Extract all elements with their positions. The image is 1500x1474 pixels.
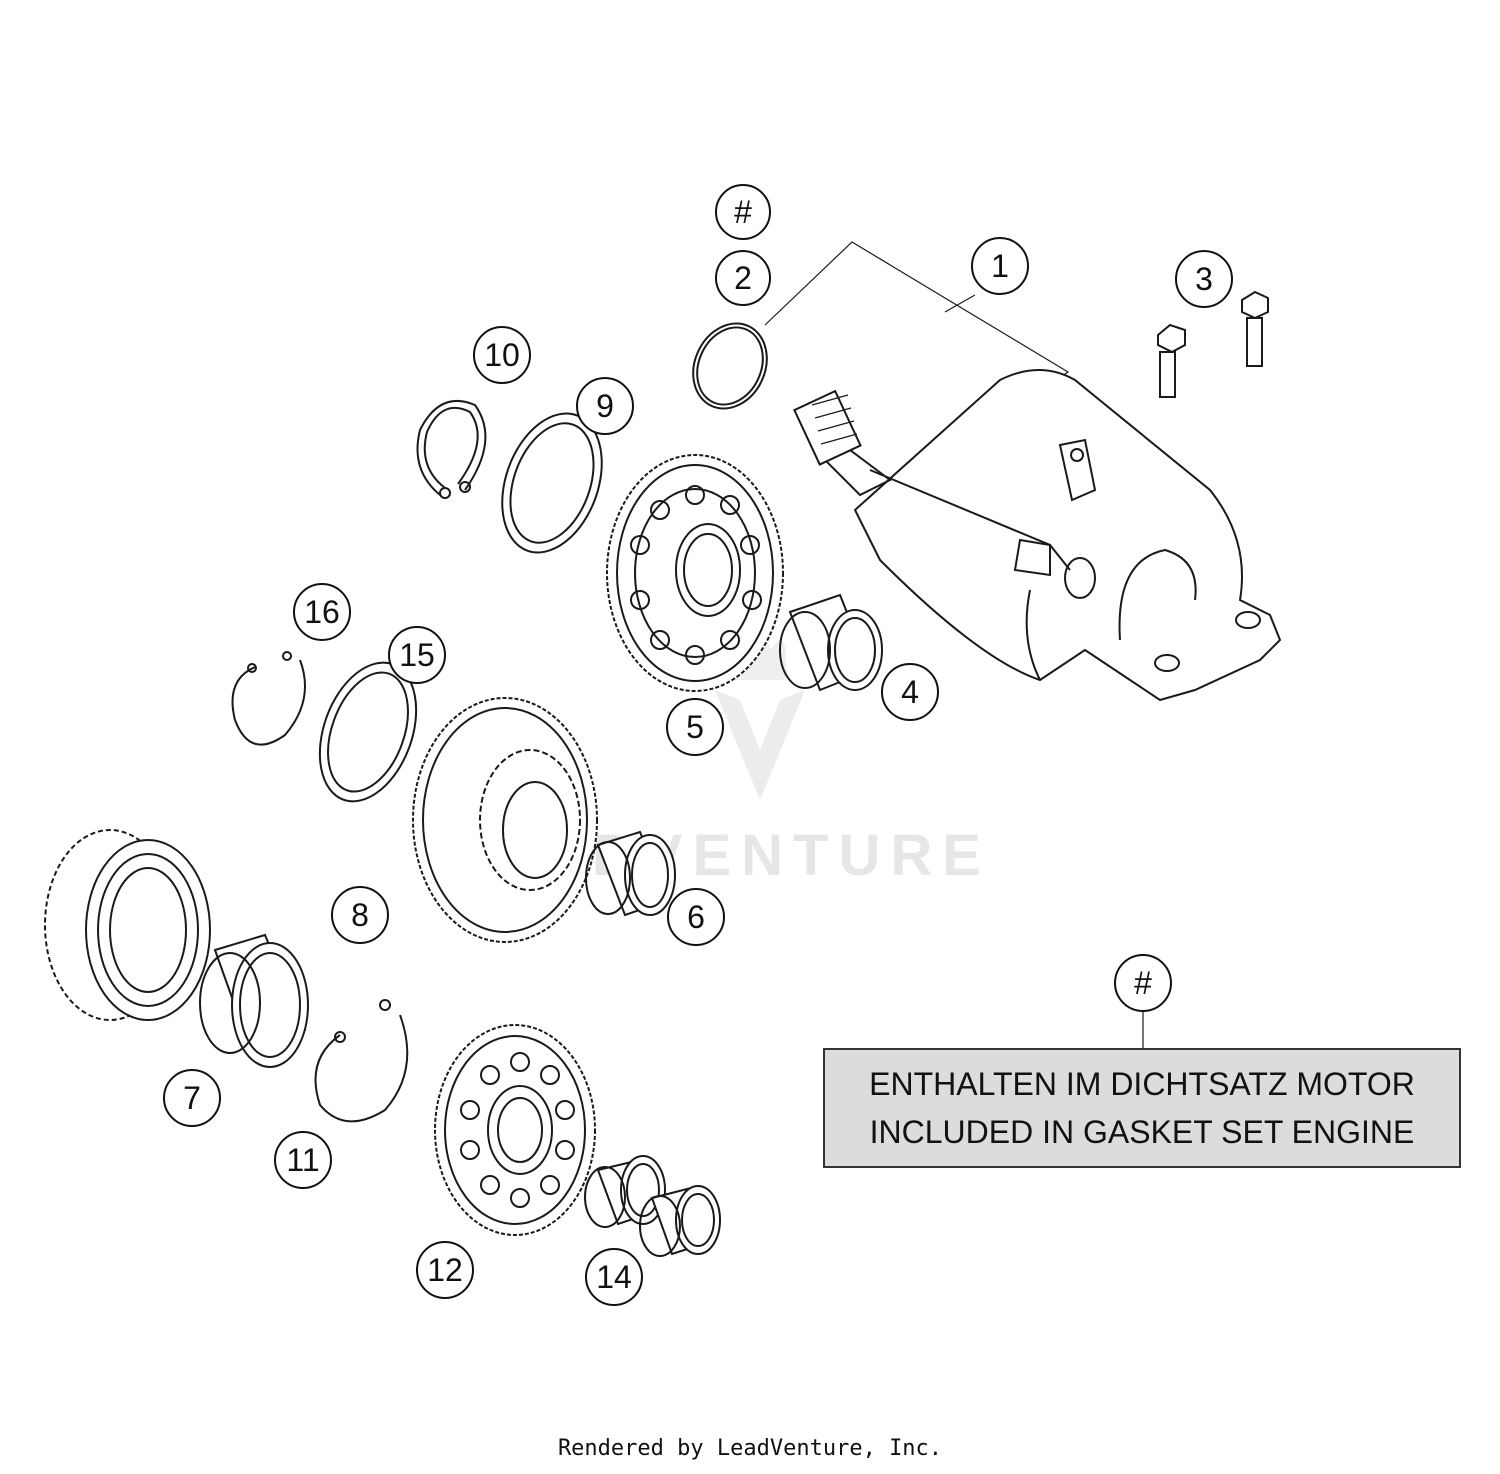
circlip-11 [314, 999, 409, 1123]
svg-text:15: 15 [399, 637, 435, 673]
svg-text:10: 10 [484, 337, 520, 373]
svg-text:3: 3 [1195, 261, 1213, 297]
svg-text:16: 16 [304, 594, 340, 630]
svg-text:11: 11 [286, 1142, 319, 1178]
gear-12 [434, 1024, 596, 1236]
callout-12: 12 [416, 1241, 474, 1299]
callout-7: 7 [163, 1069, 221, 1127]
circlip-10 [416, 400, 487, 499]
callout-1: 1 [971, 237, 1029, 295]
gear-7-assembly [44, 829, 309, 1068]
needle-bearings-14 [584, 1155, 721, 1257]
callout-4: 4 [881, 663, 939, 721]
callout-16: 16 [293, 583, 351, 641]
callout-5: 5 [666, 698, 724, 756]
svg-text:1: 1 [991, 248, 1009, 284]
circlip-16 [231, 651, 306, 746]
callout-hash-note: # [1114, 954, 1172, 1012]
note-line-english: INCLUDED IN GASKET SET ENGINE [869, 1114, 1415, 1150]
svg-text:7: 7 [183, 1080, 201, 1116]
callout-2: 2 [715, 250, 771, 306]
callout-hash-top: # [715, 184, 771, 240]
callout-6: 6 [667, 888, 725, 946]
callout-11: 11 [274, 1131, 332, 1189]
callout-8: 8 [331, 886, 389, 944]
note-line-german: ENTHALTEN IM DICHTSATZ MOTOR [869, 1066, 1415, 1102]
starter-motor [793, 369, 1282, 702]
svg-text:12: 12 [427, 1252, 463, 1288]
callout-3: 3 [1175, 250, 1233, 308]
svg-text:2: 2 [734, 260, 752, 296]
callout-9: 9 [576, 377, 634, 435]
svg-text:14: 14 [596, 1259, 632, 1295]
callout-10: 10 [473, 326, 531, 384]
thrust-washer-9 [501, 412, 603, 554]
svg-text:5: 5 [686, 709, 704, 745]
svg-text:8: 8 [351, 897, 369, 933]
svg-text:4: 4 [901, 674, 919, 710]
needle-bearing-6 [585, 830, 676, 917]
gear-8 [412, 697, 598, 943]
callout-14: 14 [585, 1248, 643, 1306]
svg-text:6: 6 [687, 899, 705, 935]
svg-text:#: # [734, 194, 752, 230]
gasket-set-note: ENTHALTEN IM DICHTSATZ MOTOR INCLUDED IN… [823, 1048, 1461, 1168]
callout-15: 15 [388, 626, 446, 684]
gear-5 [606, 454, 784, 692]
svg-text:#: # [1134, 965, 1152, 1001]
bolts [1157, 290, 1269, 398]
needle-bearing-4 [779, 593, 883, 692]
svg-text:9: 9 [596, 388, 614, 424]
footer-credit: Rendered by LeadVenture, Inc. [557, 1436, 943, 1461]
o-ring [692, 322, 768, 410]
